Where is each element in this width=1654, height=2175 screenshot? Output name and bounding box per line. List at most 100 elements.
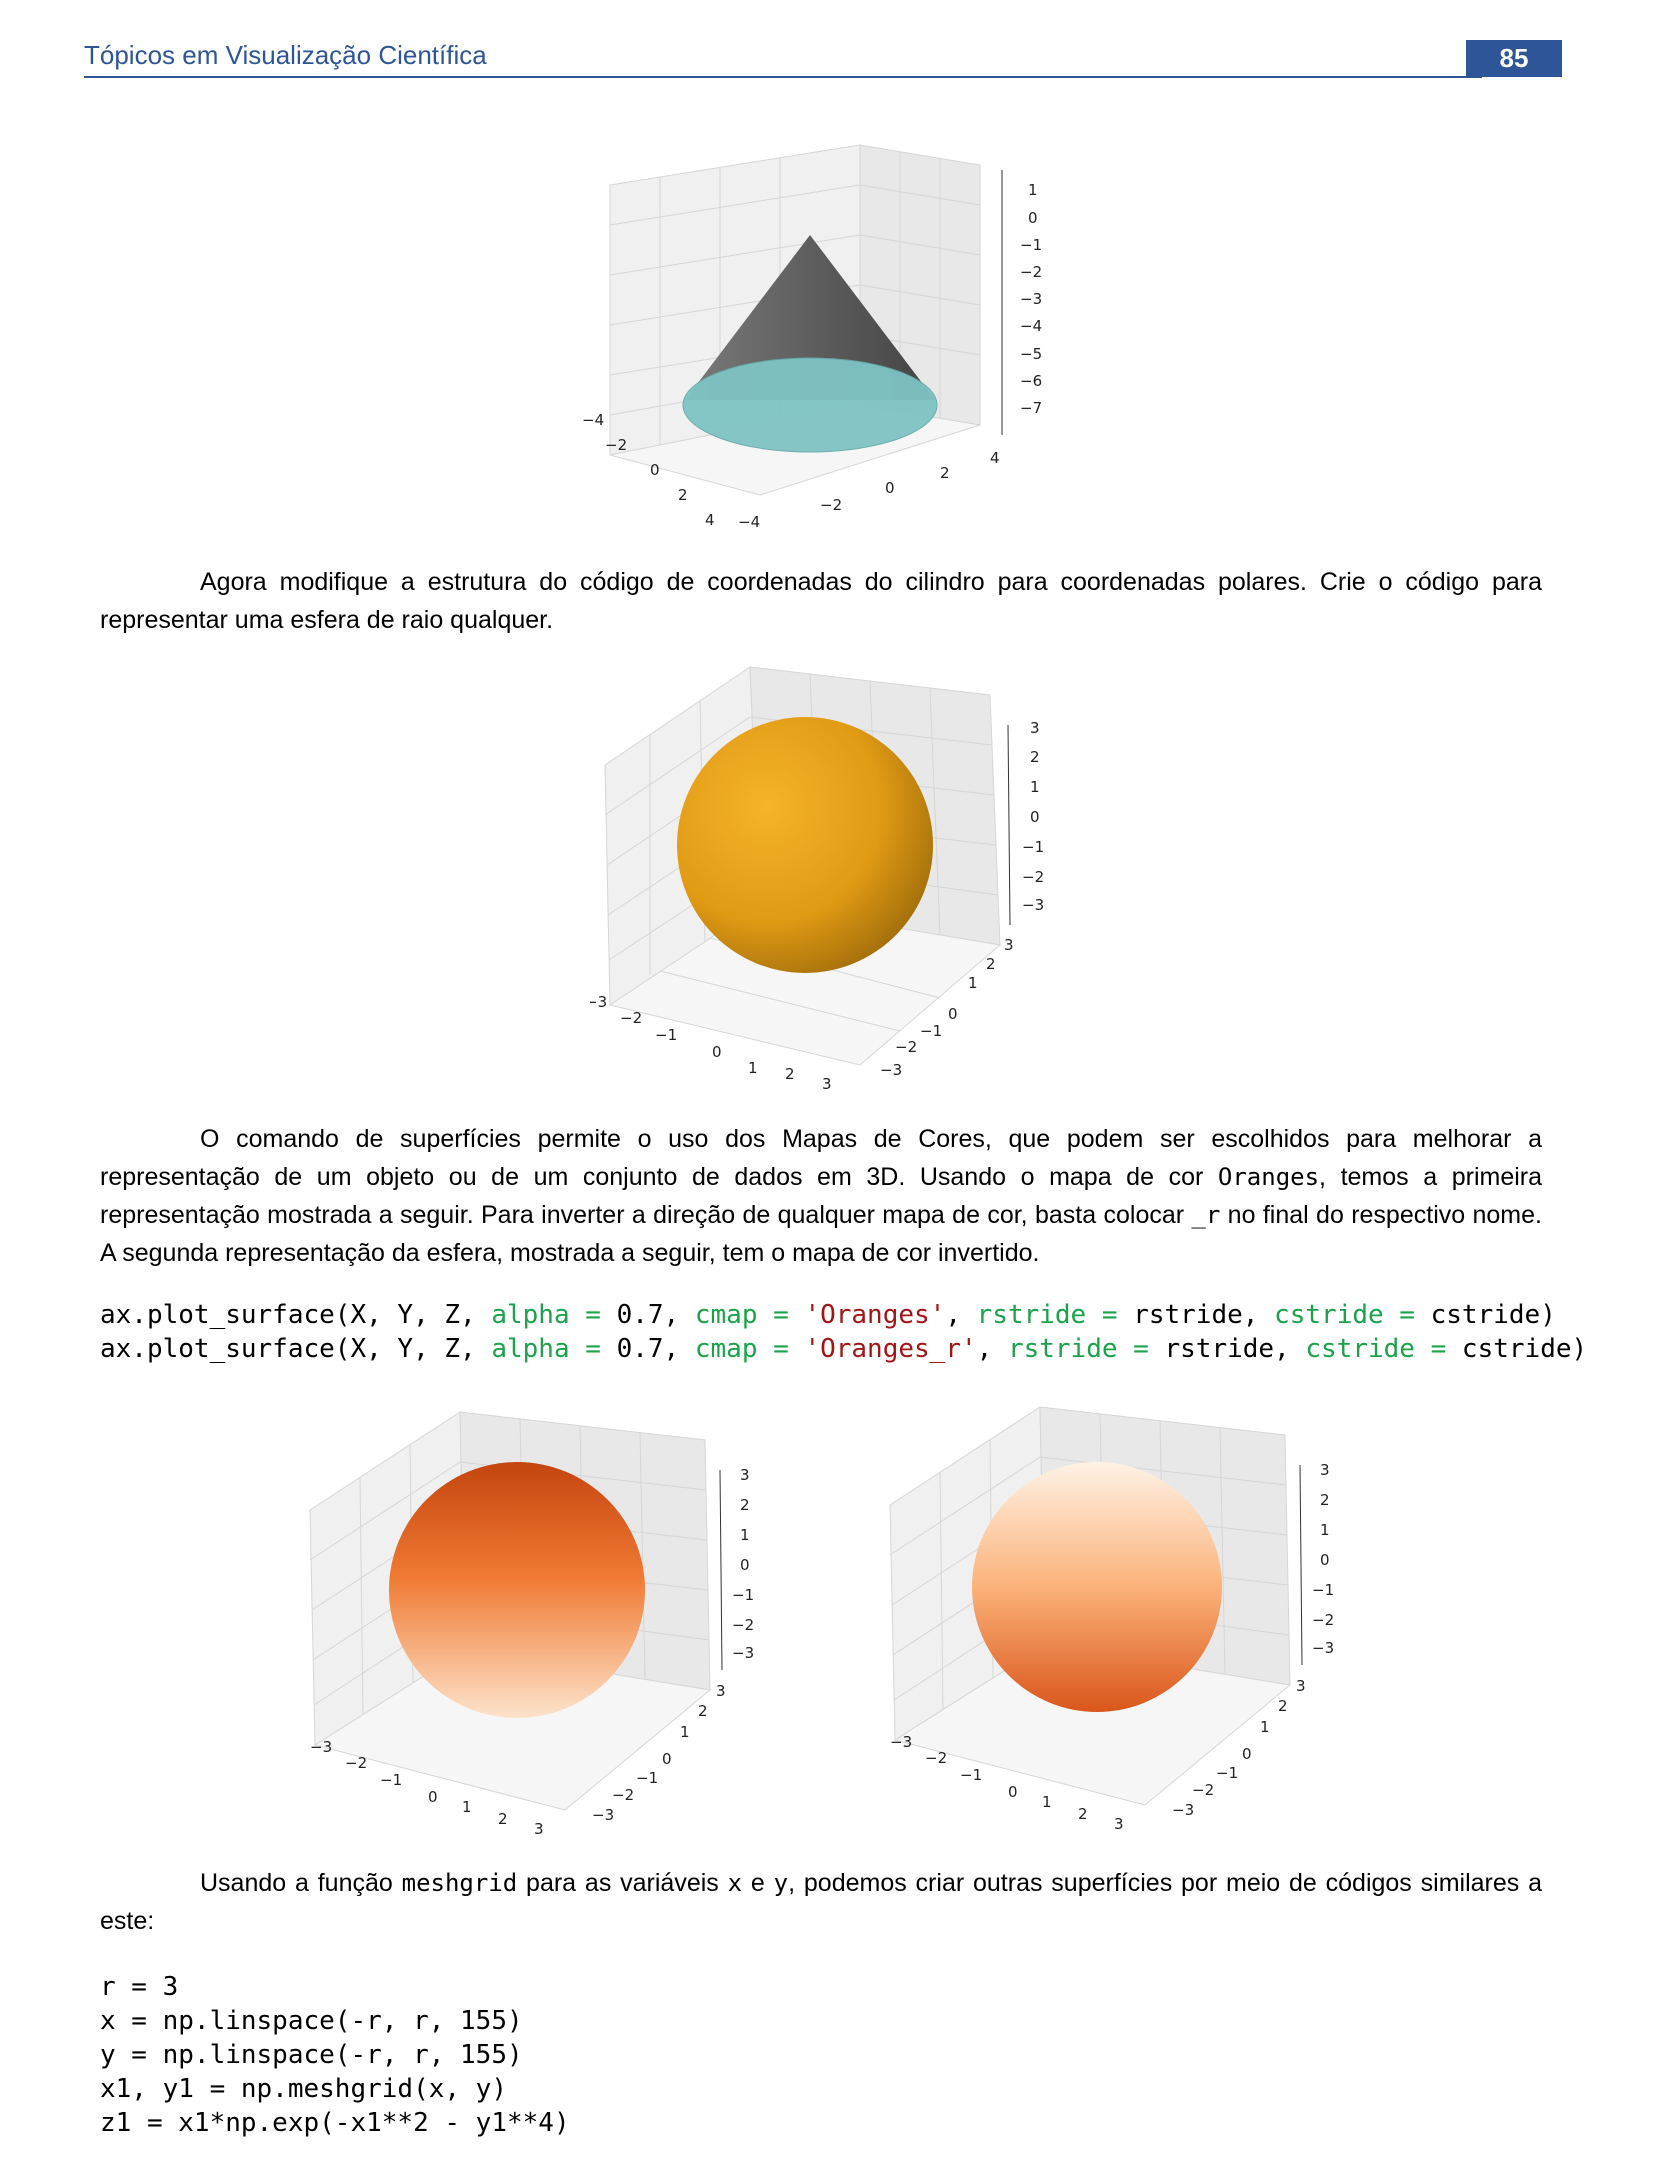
x-tick: 3 [534,1820,544,1838]
x-tick: 2 [1078,1805,1088,1823]
z-tick: 2 [1030,748,1040,766]
cone-base [682,357,938,453]
x-tick: −1 [960,1766,982,1784]
x-tick: −2 [925,1749,947,1767]
x-tick: 3 [1114,1815,1124,1833]
z-tick: −1 [732,1586,754,1604]
z-tick: −4 [1020,317,1042,335]
paragraph-colormaps: O comando de superfícies permite o uso d… [100,1120,1542,1272]
z-tick: 3 [740,1466,750,1484]
z-tick: −6 [1020,372,1042,390]
y-tick: 3 [1296,1677,1306,1695]
code-line: x1, y1 = np.meshgrid(x, y) [100,2074,507,2104]
z-tick: 3 [1320,1461,1330,1479]
y-tick: 4 [990,449,1000,467]
z-tick: 1 [1028,181,1038,199]
paragraph-text: , temos a primeira representação mostrad… [100,1163,1543,1229]
page-number: 85 [1466,40,1562,77]
x-tick: −3 [590,993,607,1011]
y-tick: −1 [636,1769,658,1787]
z-tick: 2 [740,1496,750,1514]
sphere-surface [389,1462,645,1718]
y-tick: 2 [986,955,996,973]
z-tick: −2 [732,1616,754,1634]
x-tick: 2 [785,1065,795,1083]
code-line: ax.plot_surface(X, Y, Z, alpha = 0.7, cm… [100,1334,1588,1364]
y-tick: 0 [885,479,895,497]
x-tick: 2 [498,1810,508,1828]
y-tick: −4 [738,513,760,531]
sphere-surface [677,717,933,973]
code-block-plot-surface: ax.plot_surface(X, Y, Z, alpha = 0.7, cm… [100,1298,1587,1366]
code-line: y = np.linspace(-r, r, 155) [100,2040,523,2070]
paragraph-text: O comando de superfícies permite o uso d… [100,1125,1542,1191]
y-tick: 0 [1242,1745,1252,1763]
code-line: z1 = x1*np.exp(-x1**2 - y1**4) [100,2108,570,2138]
x-tick: −2 [345,1754,367,1772]
x-tick: −1 [380,1771,402,1789]
z-tick: 1 [1320,1521,1330,1539]
z-tick: −5 [1020,345,1042,363]
x-tick: 2 [678,486,688,504]
y-tick: 1 [1260,1718,1270,1736]
paragraph-text: para as variáveis [517,1869,728,1897]
x-tick: −2 [620,1009,642,1027]
x-tick: −2 [605,436,627,454]
y-tick: −2 [1192,1781,1214,1799]
x-tick: 1 [748,1059,758,1077]
z-tick: −1 [1020,236,1042,254]
inline-code: y [773,1869,789,1897]
z-tick: 1 [1030,778,1040,796]
paragraph-text: Agora modifique a estrutura do código de… [100,568,1542,634]
y-tick: −2 [820,496,842,514]
z-tick: −2 [1022,868,1044,886]
z-tick: 0 [740,1556,750,1574]
y-tick: 3 [716,1682,726,1700]
paragraph-sphere-task: Agora modifique a estrutura do código de… [100,563,1542,639]
z-tick: −1 [1312,1581,1334,1599]
page-header: Tópicos em Visualização Científica 85 [84,40,1564,78]
header-rule [84,76,1482,78]
z-tick: 2 [1320,1491,1330,1509]
z-tick: −3 [732,1644,754,1662]
z-tick: 0 [1030,808,1040,826]
inline-code: meshgrid [401,1869,518,1897]
y-tick: 1 [968,974,978,992]
y-tick: −3 [1172,1801,1194,1819]
z-tick: −3 [1022,896,1044,914]
paragraph-text: , podemos criar outras superfícies por m… [100,1869,1542,1935]
cone-surface [685,235,935,400]
x-tick: 0 [428,1788,438,1806]
z-tick: −2 [1312,1611,1334,1629]
y-tick: −2 [895,1038,917,1056]
header-title: Tópicos em Visualização Científica [84,40,487,70]
x-tick: 4 [705,511,715,529]
x-tick: −3 [310,1738,332,1756]
paragraph-text: Usando a função [200,1869,402,1897]
z-tick: 0 [1320,1551,1330,1569]
z-tick: 0 [1028,209,1038,227]
y-tick: −3 [880,1061,902,1079]
y-tick: −2 [612,1786,634,1804]
y-tick: 0 [662,1750,672,1768]
x-tick: 3 [822,1075,832,1093]
z-tick: −3 [1020,290,1042,308]
z-tick: 1 [740,1526,750,1544]
x-tick: 0 [650,461,660,479]
x-tick: 1 [1042,1793,1052,1811]
figure-sphere-oranges: 3 2 1 0 −1 −2 −3 −3 −2 −1 0 1 2 3 −3 −2 … [300,1400,760,1840]
figure-cone-plot: 1 0 −1 −2 −3 −4 −5 −6 −7 −4 −2 0 2 4 −4 … [560,135,1060,535]
paragraph-text: e [742,1869,774,1897]
figure-sphere-plot: 3 2 1 0 −1 −2 −3 −3 −2 −1 0 1 2 3 −3 −2 … [590,655,1090,1095]
y-tick: 2 [698,1702,708,1720]
z-tick: −1 [1022,838,1044,856]
x-tick: −3 [890,1733,912,1751]
y-tick: −1 [1216,1764,1238,1782]
z-tick: −2 [1020,263,1042,281]
inline-code: Oranges [1217,1163,1320,1191]
paragraph-text: no final do respectivo nome. A segunda r… [100,1201,1542,1267]
code-line: ax.plot_surface(X, Y, Z, alpha = 0.7, cm… [100,1300,1556,1330]
x-tick: 0 [1008,1783,1018,1801]
figure-sphere-oranges-r: 3 2 1 0 −1 −2 −3 −3 −2 −1 0 1 2 3 −3 −2 … [880,1395,1340,1835]
